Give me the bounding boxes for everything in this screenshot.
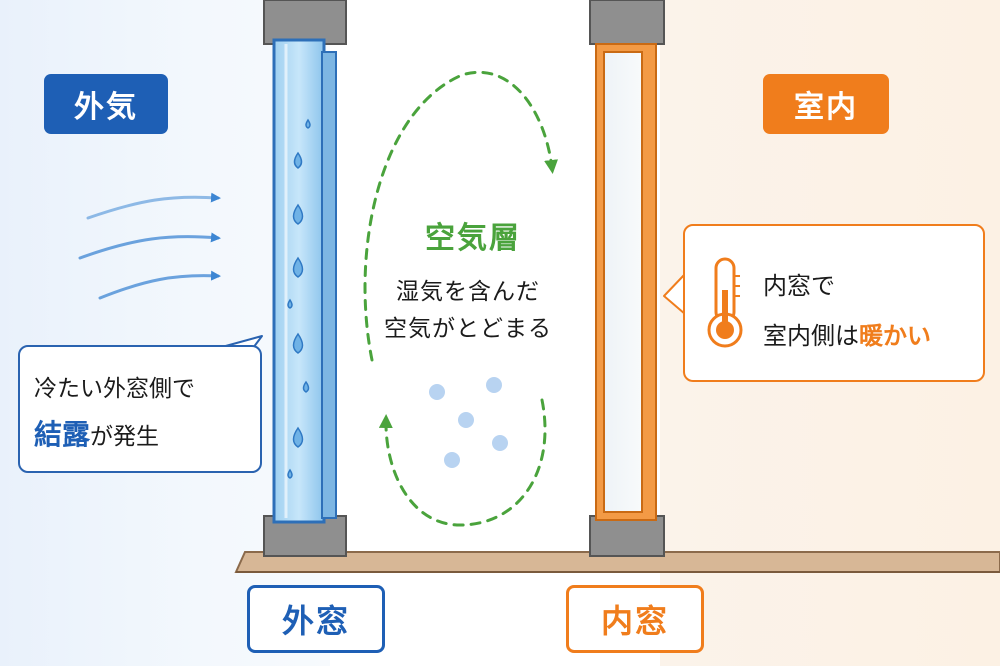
floor [234,551,1000,573]
warmth-callout-start: 室内側は [763,322,859,350]
indoor-badge: 室内 [763,74,889,134]
inner-window [589,0,665,557]
warmth-callout-line2: 室内側は暖かい [763,316,931,351]
warmth-callout: 内窓で 室内側は暖かい [683,224,985,382]
outer-window-glass [272,38,326,524]
air-layer-title: 空気層 [425,221,521,256]
water-drop-icon [287,118,311,479]
thermometer-icon [707,257,743,348]
warmth-highlight: 暖かい [859,322,931,350]
outer-window-label: 外窓 [247,585,385,653]
air-layer-line2: 空気がとどまる [384,316,552,342]
indoor-badge-text: 室内 [794,90,858,125]
air-layer-line1: 湿気を含んだ [396,279,540,305]
condensation-highlight: 結露 [34,418,91,451]
condensation-callout-line2: 結露が発生 [34,413,159,453]
condensation-callout-line1: 冷たい外窓側で [34,376,195,402]
inner-window-label: 内窓 [566,585,704,653]
inner-window-label-text: 内窓 [600,602,669,640]
warmth-callout-line1: 内窓で [763,272,835,300]
outdoor-badge-text: 外気 [74,90,138,125]
circulation-arrows-icon [363,70,558,527]
outdoor-badge: 外気 [44,74,168,134]
humidity-particles [429,377,508,468]
inner-window-bottom-frame [589,515,665,557]
outer-window-top-frame [263,0,347,45]
condensation-callout: 冷たい外窓側で 結露が発生 [18,345,262,473]
outer-window [263,0,347,557]
wind-arrows-icon [78,192,221,300]
outer-window-label-text: 外窓 [281,602,350,640]
condensation-callout-rest: が発生 [90,424,160,450]
inner-window-glass [603,51,643,513]
inner-window-top-frame [589,0,665,45]
